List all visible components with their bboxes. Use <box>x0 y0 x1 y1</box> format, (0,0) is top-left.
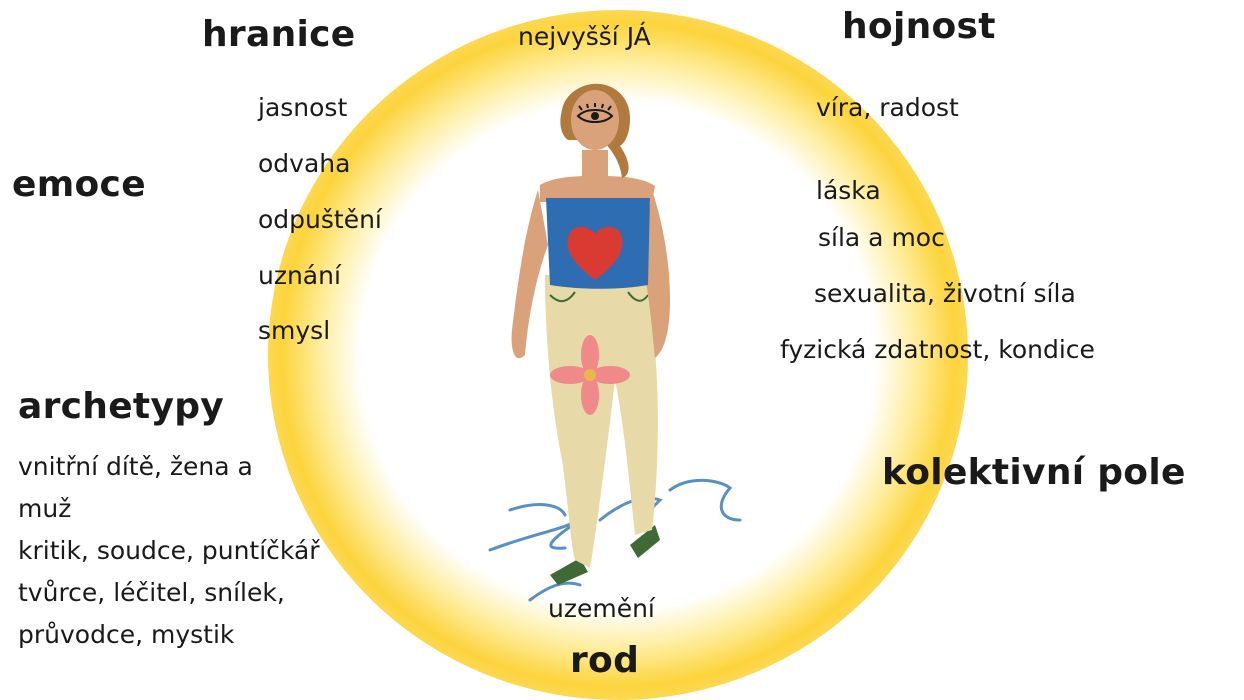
heading-archetypes: archetypy <box>18 386 224 427</box>
item-forgiveness: odpuštění <box>258 205 382 234</box>
trousers <box>545 275 658 568</box>
heading-emotions: emoce <box>12 164 146 205</box>
item-love: láska <box>816 176 881 205</box>
heading-lineage: rod <box>570 640 639 681</box>
item-fitness: fyzická zdatnost, kondice <box>780 335 1095 364</box>
item-clarity: jasnost <box>258 93 347 122</box>
archetype-line-2: muž <box>18 488 71 530</box>
item-power: síla a moc <box>818 223 945 252</box>
shoes-icon <box>550 525 660 585</box>
label-highest-self: nejvyšší JÁ <box>518 22 651 51</box>
left-arm <box>512 190 548 358</box>
heading-abundance: hojnost <box>842 6 996 47</box>
archetype-line-4: tvůrce, léčitel, snílek, <box>18 572 285 614</box>
woman-figure-illustration <box>470 80 770 610</box>
item-recognition: uznání <box>258 261 341 290</box>
heading-boundaries: hranice <box>202 14 356 55</box>
neck <box>582 150 608 180</box>
item-faith-joy: víra, radost <box>816 93 959 122</box>
heading-collective-field: kolektivní pole <box>882 452 1186 493</box>
item-courage: odvaha <box>258 149 350 178</box>
archetype-line-3: kritik, soudce, puntíčkář <box>18 530 320 572</box>
water-waves-icon <box>490 480 740 600</box>
archetype-line-5: průvodce, mystik <box>18 614 234 656</box>
item-sexuality-vitality: sexualita, životní síla <box>814 279 1076 308</box>
item-meaning: smysl <box>258 316 330 345</box>
archetype-line-1: vnitřní dítě, žena a <box>18 446 253 488</box>
